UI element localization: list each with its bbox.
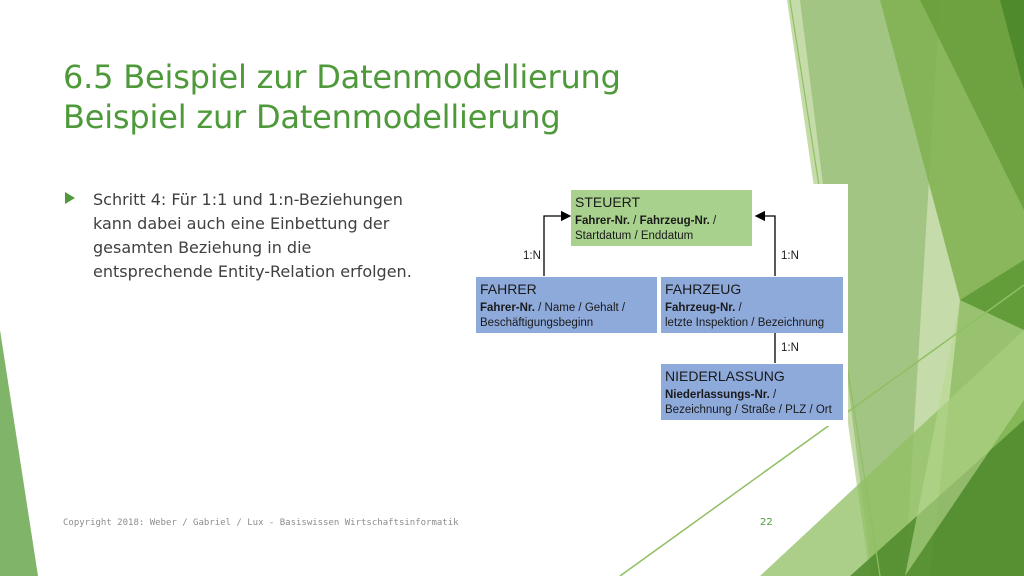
- fahrer-key: Fahrer-Nr.: [480, 302, 535, 314]
- steuert-key-fahrzeug: Fahrzeug-Nr.: [639, 215, 710, 227]
- title-line-2: Beispiel zur Datenmodellierung: [63, 98, 561, 136]
- entity-fahrzeug-name: FAHRZEUG: [665, 281, 742, 297]
- steuert-key-separator: /: [629, 215, 640, 227]
- relation-steuert: STEUERT Fahrer-Nr. / Fahrzeug-Nr. / Star…: [571, 190, 752, 246]
- cardinality-fahrzeug-steuert: 1:N: [781, 250, 799, 262]
- fahrer-attr-rest: / Name / Gehalt /: [534, 302, 626, 314]
- steuert-attributes-line2: Startdatum / Enddatum: [575, 230, 694, 242]
- slide-title: 6.5 Beispiel zur Datenmodellierung Beisp…: [63, 57, 763, 137]
- fahrer-attributes-line2: Beschäftigungsbeginn: [480, 317, 594, 329]
- footer-copyright: Copyright 2018: Weber / Gabriel / Lux - …: [63, 518, 459, 528]
- niederlassung-attributes-line2: Bezeichnung / Straße / PLZ / Ort: [665, 404, 832, 416]
- page-number: 22: [760, 517, 773, 528]
- niederlassung-attr-rest: /: [769, 389, 777, 401]
- steuert-key-rest: /: [709, 215, 717, 227]
- title-line-1: 6.5 Beispiel zur Datenmodellierung: [63, 58, 621, 96]
- relation-steuert-name: STEUERT: [575, 194, 641, 210]
- entity-fahrzeug-attributes: Fahrzeug-Nr. / letzte Inspektion / Bezei…: [665, 301, 839, 331]
- entity-niederlassung-name: NIEDERLASSUNG: [665, 368, 785, 384]
- fahrzeug-attributes-line2: letzte Inspektion / Bezeichnung: [665, 317, 825, 329]
- cardinality-fahrer-steuert: 1:N: [523, 250, 541, 262]
- cardinality-niederlassung-fahrzeug: 1:N: [781, 342, 799, 354]
- entity-fahrzeug: FAHRZEUG Fahrzeug-Nr. / letzte Inspektio…: [661, 277, 843, 333]
- entity-fahrer-name: FAHRER: [480, 281, 537, 297]
- entity-niederlassung-attributes: Niederlassungs-Nr. / Bezeichnung / Straß…: [665, 388, 839, 418]
- triangle-bullet-icon: [65, 192, 75, 204]
- entity-fahrer: FAHRER Fahrer-Nr. / Name / Gehalt / Besc…: [476, 277, 657, 333]
- fahrzeug-attr-rest: /: [735, 302, 742, 314]
- entity-fahrer-attributes: Fahrer-Nr. / Name / Gehalt / Beschäftigu…: [480, 301, 653, 331]
- relation-steuert-attributes: Fahrer-Nr. / Fahrzeug-Nr. / Startdatum /…: [575, 214, 748, 244]
- bullet-text: Schritt 4: Für 1:1 und 1:n-Beziehungen k…: [93, 190, 412, 281]
- niederlassung-key: Niederlassungs-Nr.: [665, 389, 770, 401]
- steuert-key-fahrer: Fahrer-Nr.: [575, 215, 630, 227]
- entity-niederlassung: NIEDERLASSUNG Niederlassungs-Nr. / Bezei…: [661, 364, 843, 420]
- fahrzeug-key: Fahrzeug-Nr.: [665, 302, 736, 314]
